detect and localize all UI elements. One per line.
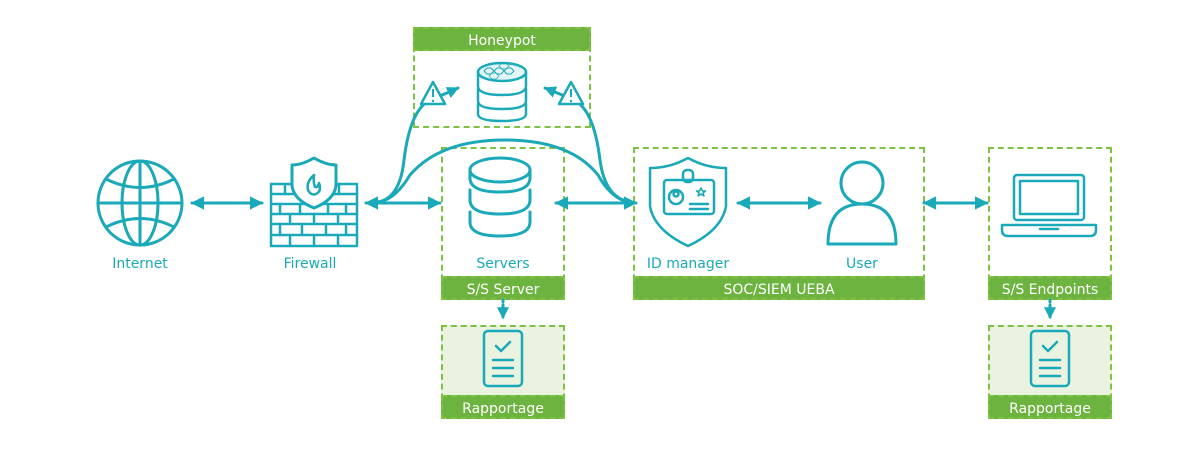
- user-label: User: [846, 256, 878, 272]
- group-rapportage-endpoints: Rapportage: [988, 325, 1112, 419]
- group-soc-title: SOC/SIEM UEBA: [633, 276, 925, 300]
- internet-label: Internet: [112, 256, 168, 272]
- id-manager-label: ID manager: [646, 256, 730, 272]
- id-badge-shield-icon: [648, 156, 728, 248]
- group-rapportage-server-title: Rapportage: [441, 395, 565, 419]
- globe-icon: [96, 159, 184, 247]
- group-honeypot: Honeypot: [413, 27, 591, 128]
- group-soc-siem-ueba: SOC/SIEM UEBA: [633, 147, 925, 300]
- warning-icon: [419, 80, 447, 106]
- laptop-icon: [1000, 173, 1098, 238]
- servers-label: Servers: [476, 256, 530, 272]
- edge-alert-left: [376, 86, 460, 204]
- report-checklist-icon: [482, 329, 524, 388]
- edge-alert-right: [543, 86, 632, 204]
- group-honeypot-title: Honeypot: [413, 27, 591, 51]
- report-checklist-icon: [1029, 329, 1071, 388]
- user-icon: [826, 160, 898, 246]
- honeypot-database-icon: [476, 61, 528, 123]
- group-rapportage-endpoints-title: Rapportage: [988, 395, 1112, 419]
- database-icon: [468, 156, 532, 238]
- group-rapportage-server: Rapportage: [441, 325, 565, 419]
- warning-icon: [557, 80, 585, 106]
- firewall-icon: [269, 156, 359, 248]
- firewall-label: Firewall: [283, 256, 337, 272]
- edge-bypass-curve: [376, 138, 632, 204]
